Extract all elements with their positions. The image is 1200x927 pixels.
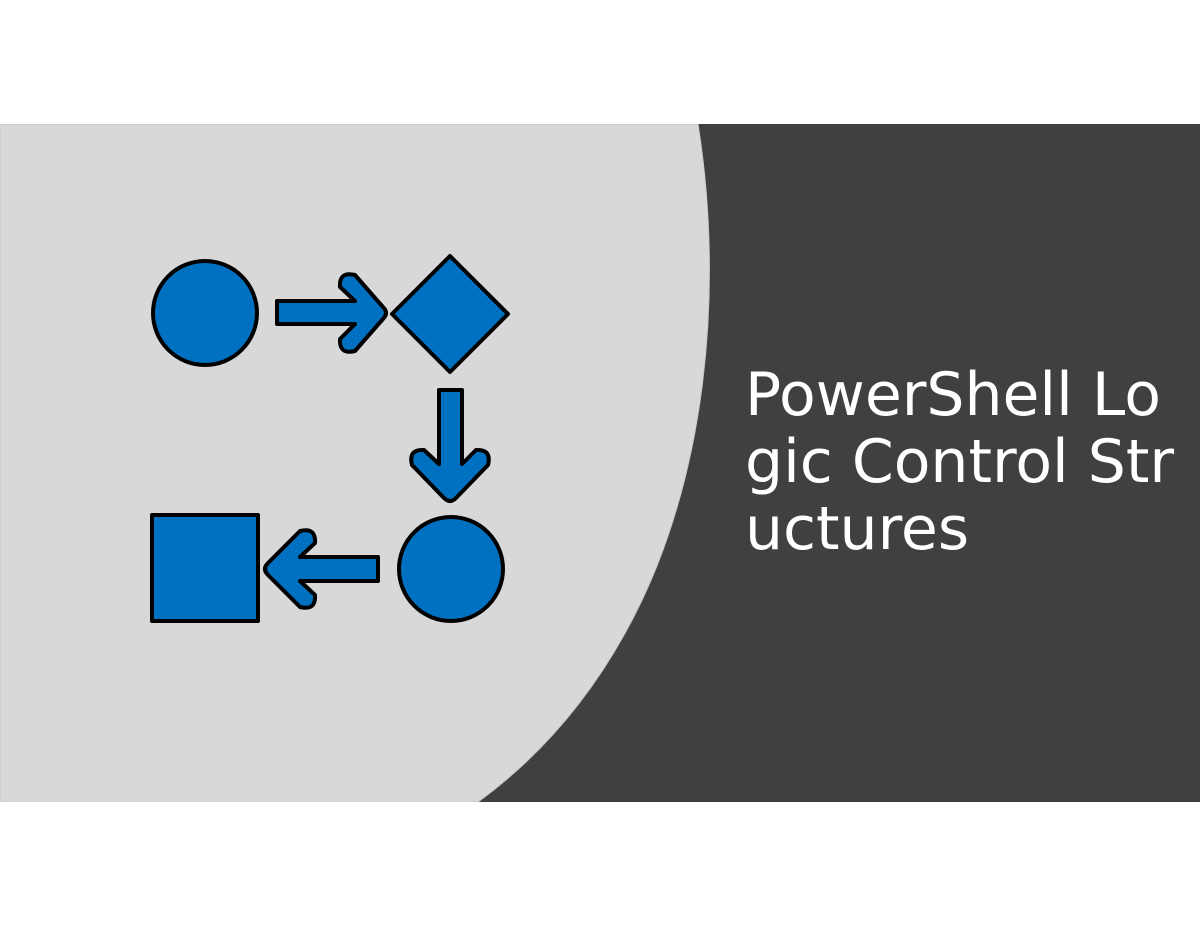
square-end-icon xyxy=(150,513,260,623)
diamond-decision-icon xyxy=(390,254,510,374)
slide-background xyxy=(0,124,1200,802)
arrow-left-icon xyxy=(263,528,380,610)
circle-step-icon xyxy=(397,515,505,623)
slide-title: PowerShell Logic Control Structures xyxy=(745,360,1175,564)
arrow-down-icon xyxy=(409,388,491,503)
title-slide: PowerShell Logic Control Structures xyxy=(0,124,1200,802)
arrow-right-icon xyxy=(275,272,388,354)
flowchart-diagram xyxy=(150,254,510,623)
circle-start-icon xyxy=(151,259,259,367)
